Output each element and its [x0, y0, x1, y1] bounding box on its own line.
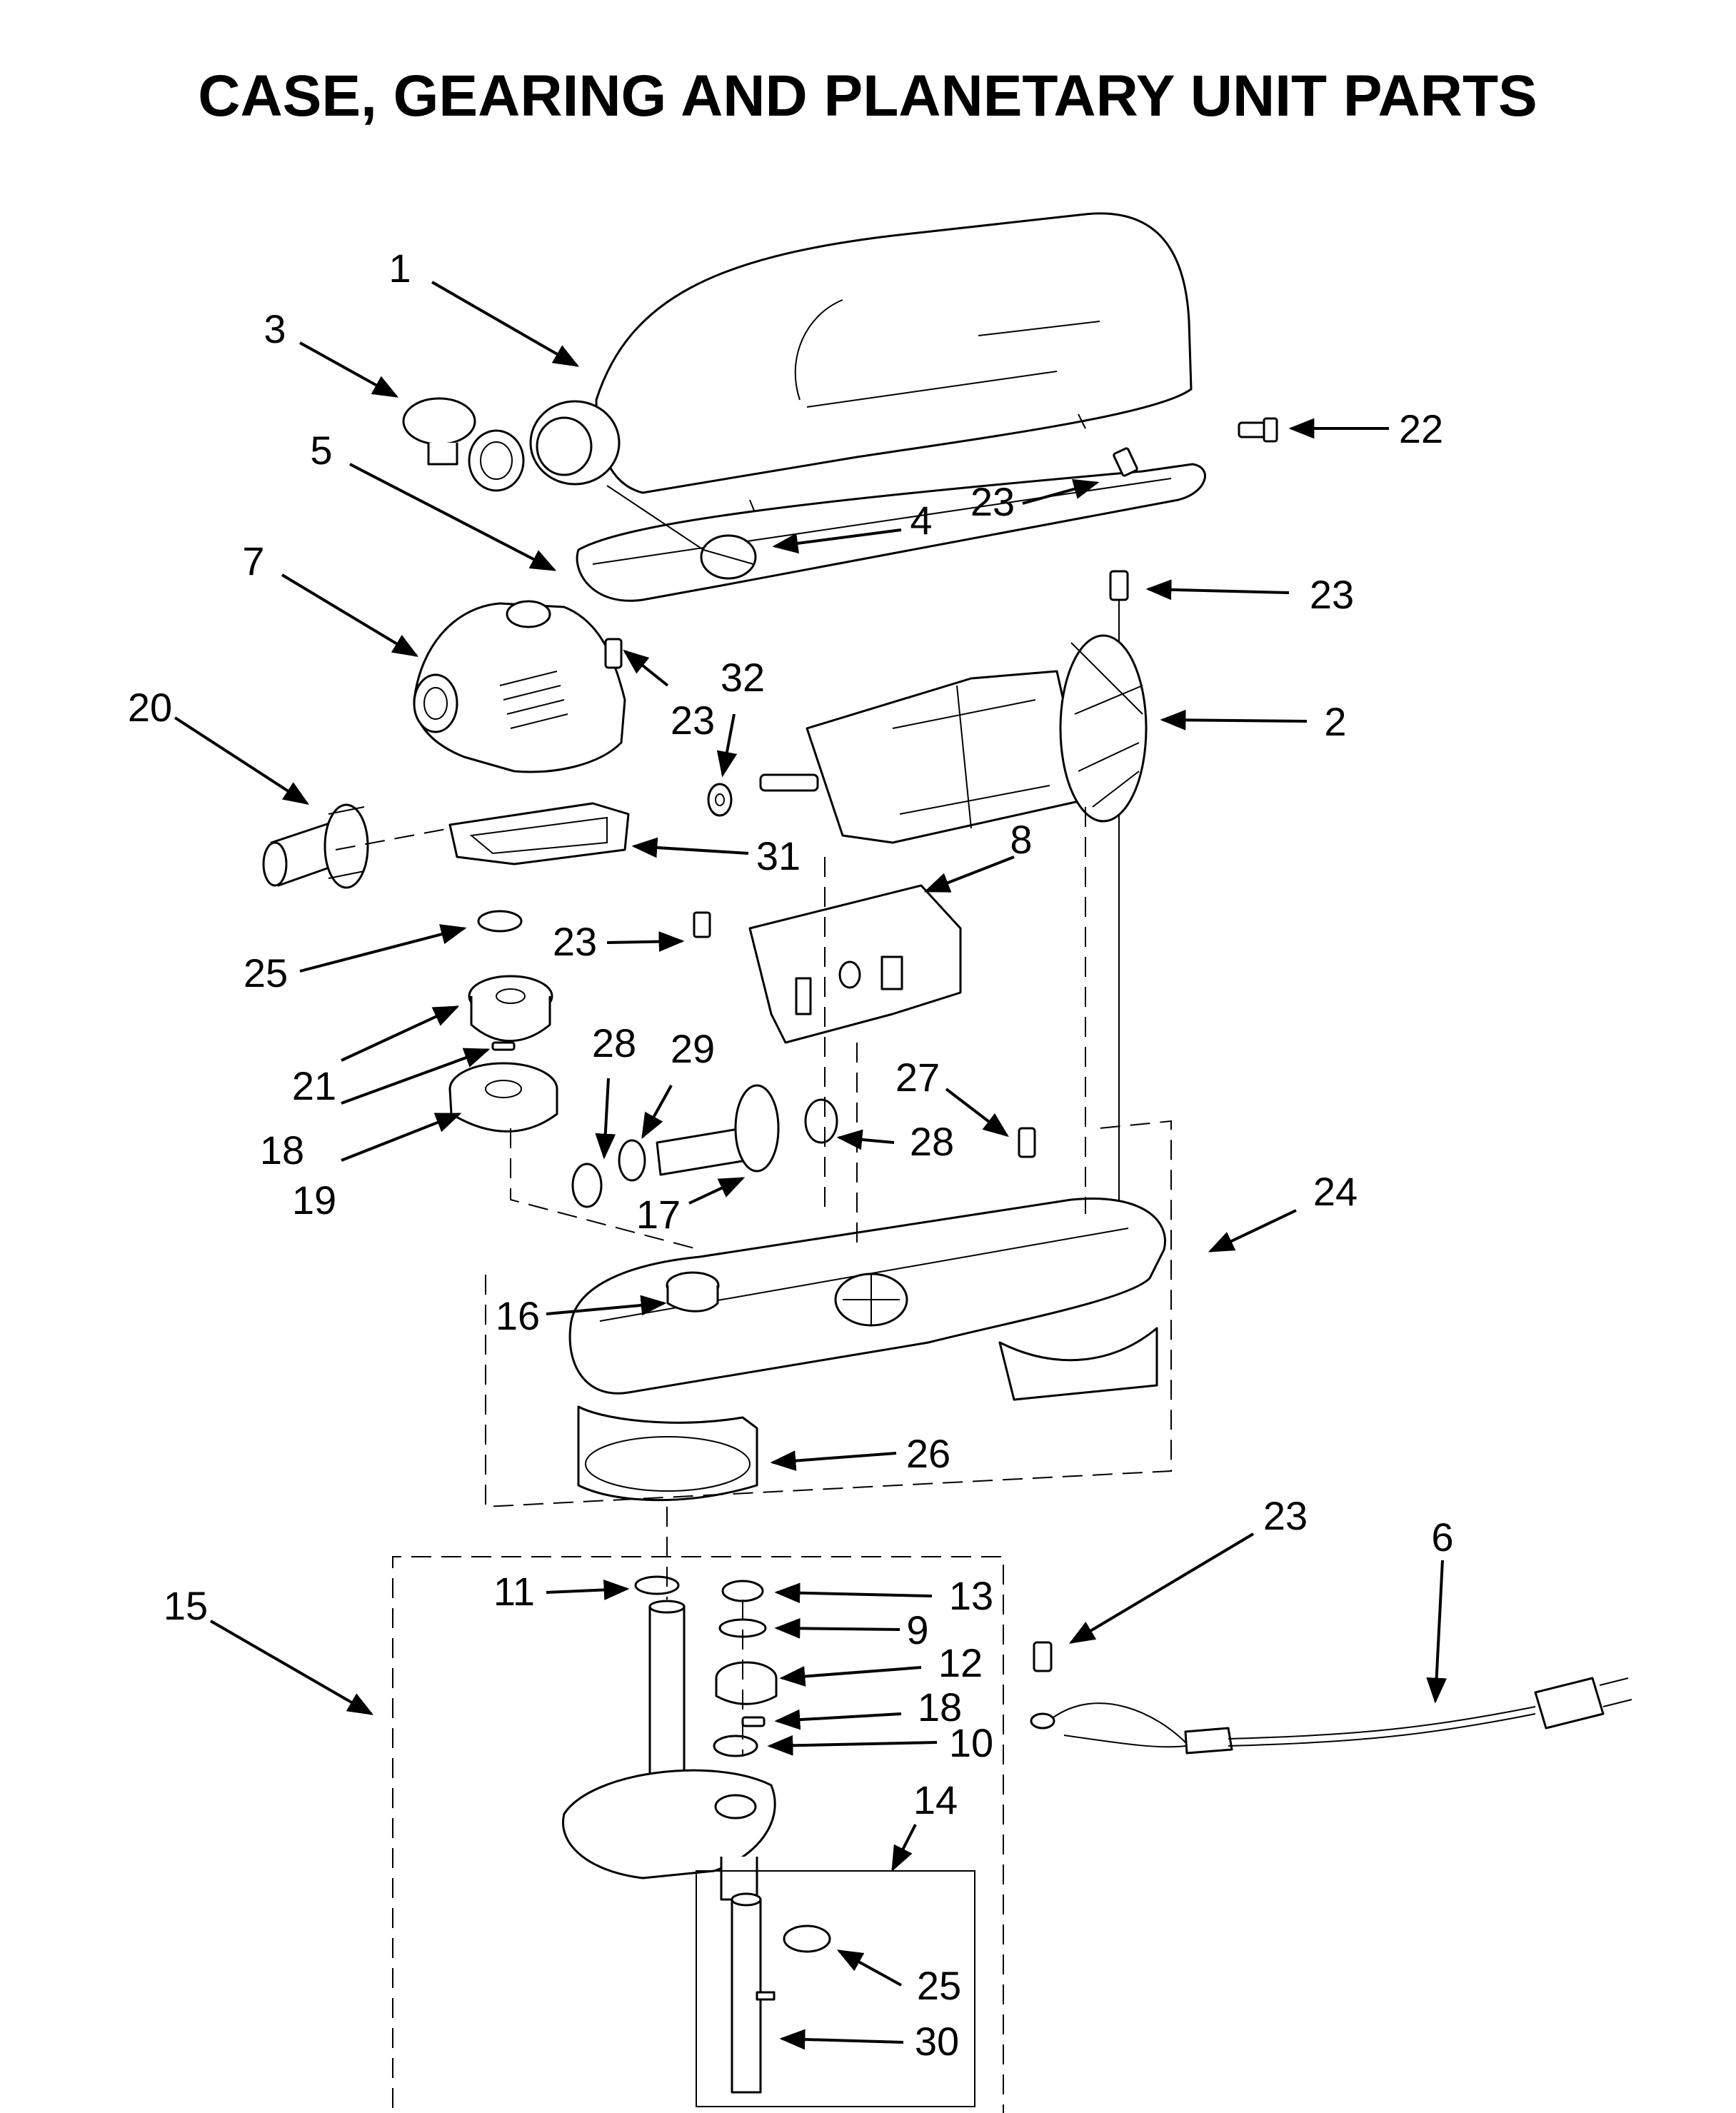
ring-gear-part [577, 1405, 758, 1502]
callout-31: 31 [756, 833, 801, 878]
callout-18-lower: 18 [918, 1685, 962, 1730]
callout-19: 19 [292, 1178, 336, 1223]
callout-9: 9 [906, 1607, 928, 1652]
control-board-part [748, 884, 962, 1044]
callout-25-lower: 25 [917, 1963, 961, 2008]
callout-30: 30 [915, 2019, 959, 2064]
retaining-ring-25a-part [477, 910, 523, 933]
screw-23a-part [1113, 447, 1138, 477]
washer-11-part [634, 1575, 680, 1595]
diagram-title: CASE, GEARING AND PLANETARY UNIT PARTS [198, 64, 1537, 129]
motor-part [759, 634, 1148, 844]
screw-23d-part [693, 911, 711, 938]
callout-11: 11 [493, 1569, 535, 1614]
washer-32-part [707, 783, 733, 817]
assembly-line-motor [824, 807, 1086, 1214]
callout-18-upper: 18 [260, 1128, 304, 1173]
callout-14: 14 [913, 1777, 958, 1822]
bevel-gear-part [468, 975, 553, 1042]
callout-29: 29 [671, 1026, 715, 1071]
callout-10: 10 [949, 1720, 993, 1765]
power-cord-part [1030, 1641, 1632, 1755]
callout-27: 27 [895, 1055, 940, 1100]
callout-23-upper: 23 [970, 479, 1015, 524]
callout-labels: 1 3 5 22 23 4 23 7 23 32 2 20 31 8 23 25… [128, 246, 1454, 2064]
callout-4: 4 [910, 498, 932, 543]
beater-shaft-part [731, 1892, 776, 2094]
assembly-outline-planetary [392, 1556, 1004, 2113]
callout-20: 20 [128, 685, 172, 730]
gear-19-part [448, 1062, 558, 1133]
planet-gear-12-part [715, 1661, 778, 1705]
callout-25-upper: 25 [244, 950, 288, 995]
callout-21: 21 [292, 1063, 336, 1108]
attachment-hub-cover-part [402, 397, 525, 492]
callout-13: 13 [949, 1573, 993, 1618]
callout-28-left: 28 [592, 1020, 636, 1065]
callout-32: 32 [721, 655, 765, 700]
callout-22: 22 [1399, 406, 1443, 451]
oil-seal-part [666, 1271, 720, 1313]
callout-2: 2 [1324, 699, 1346, 744]
pin-18b-part [741, 1716, 766, 1727]
screw-27-part [1018, 1127, 1036, 1158]
bearing-28b-part [804, 1098, 838, 1144]
callout-17: 17 [636, 1192, 681, 1237]
callout-15: 15 [164, 1583, 208, 1628]
gear-case-part [413, 600, 626, 773]
callout-3: 3 [264, 306, 286, 351]
assembly-line-gasket [335, 828, 451, 850]
callout-16: 16 [496, 1293, 540, 1338]
callout-1: 1 [388, 246, 411, 291]
worm-gear-17-part [656, 1084, 780, 1176]
screw-22-part [1238, 417, 1278, 443]
worm-shaft-part [262, 803, 369, 889]
callout-23-board: 23 [553, 919, 597, 964]
hub-knob-part [606, 485, 757, 580]
assembly-line-planetary [666, 1507, 743, 1757]
callout-26: 26 [906, 1431, 950, 1476]
beater-shaft-kit-box [696, 1870, 975, 2107]
planetary-shaft-part [562, 1600, 776, 1901]
retaining-ring-13-part [721, 1580, 764, 1602]
retaining-ring-25b-part [783, 1924, 831, 1953]
callout-23-cord: 23 [1263, 1493, 1308, 1538]
callout-12: 12 [938, 1640, 983, 1685]
motor-housing-part [529, 212, 1193, 518]
assembly-outline-gear-housing [485, 1120, 1172, 1508]
callout-7: 7 [242, 538, 264, 583]
callout-23-right: 23 [1310, 572, 1354, 617]
pin-18a-part [491, 1041, 516, 1051]
callout-6: 6 [1431, 1515, 1453, 1560]
gear-housing-base-part [568, 1198, 1166, 1401]
callout-8: 8 [1010, 817, 1032, 862]
screw-23c-part [604, 638, 623, 669]
callout-23-gearcase: 23 [671, 698, 715, 743]
bearing-28a-part [571, 1163, 603, 1208]
callout-5: 5 [310, 428, 332, 473]
callout-leaders [174, 281, 1447, 2050]
callout-24: 24 [1313, 1169, 1358, 1214]
spacer-29-part [618, 1139, 646, 1182]
callout-28-right: 28 [910, 1119, 954, 1164]
gasket-part [448, 802, 630, 865]
washer-10-part [713, 1735, 758, 1757]
